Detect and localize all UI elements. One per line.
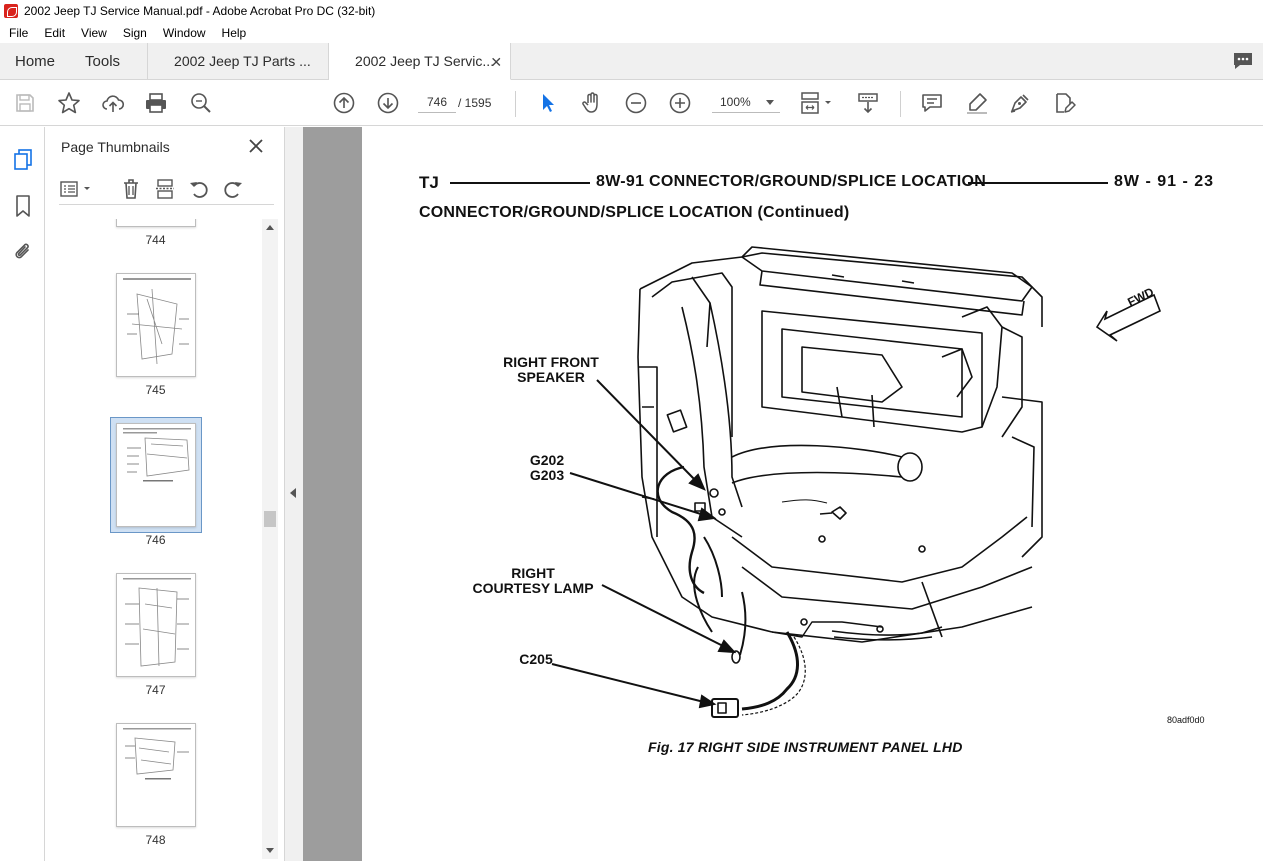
tab-bar: Home Tools 2002 Jeep TJ Parts ... 2002 J… <box>0 43 1263 80</box>
menu-edit[interactable]: Edit <box>44 25 66 40</box>
thumbnail-page-744[interactable] <box>116 219 196 227</box>
page-margin <box>303 127 362 861</box>
zoom-search-icon[interactable] <box>189 91 213 115</box>
tab-parts-document[interactable]: 2002 Jeep TJ Parts ... <box>148 43 330 79</box>
document-view[interactable]: TJ 8W-91 CONNECTOR/GROUND/SPLICE LOCATIO… <box>285 127 1263 861</box>
scroll-thumb[interactable] <box>264 511 276 527</box>
page-number-input[interactable] <box>418 91 456 113</box>
thumbnail-page-748[interactable] <box>116 723 196 827</box>
collapse-panel-strip[interactable] <box>285 127 303 861</box>
main-toolbar <box>0 80 1263 126</box>
menu-help[interactable]: Help <box>221 25 247 40</box>
callout-ground-g202-g203: G202 G203 <box>522 453 572 483</box>
attachment-paperclip-icon[interactable] <box>10 239 36 265</box>
comment-icon[interactable] <box>920 91 944 115</box>
tab-tools[interactable]: Tools <box>70 43 149 79</box>
callout-right-front-speaker: RIGHT FRONT SPEAKER <box>480 355 622 385</box>
scrolling-mode-icon[interactable] <box>856 91 880 115</box>
thumbnail-label: 746 <box>145 533 166 547</box>
tab-service-document[interactable]: 2002 Jeep TJ Servic... ✕ <box>329 43 512 80</box>
select-pointer-icon[interactable] <box>536 91 560 115</box>
menu-view[interactable]: View <box>81 25 107 40</box>
section-subheading: CONNECTOR/GROUND/SPLICE LOCATION (Contin… <box>419 204 850 221</box>
header-rule <box>968 182 1108 184</box>
chevron-down-icon <box>766 100 774 105</box>
thumbnail-panel: Page Thumbnails 744 745 746 <box>45 127 285 861</box>
next-page-icon[interactable] <box>376 91 400 115</box>
acrobat-logo-icon <box>4 4 18 18</box>
scroll-down-icon[interactable] <box>266 848 274 853</box>
rotate-left-icon[interactable] <box>187 177 211 201</box>
scroll-up-icon[interactable] <box>266 225 274 230</box>
previous-page-icon[interactable] <box>332 91 356 115</box>
menu-bar: File Edit View Sign Window Help <box>0 22 1263 43</box>
print-icon[interactable] <box>144 91 168 115</box>
collapse-left-icon[interactable] <box>290 488 296 498</box>
comment-bubble-icon[interactable] <box>1223 43 1263 79</box>
callout-line: G203 <box>529 467 565 483</box>
thumbnail-page-746[interactable] <box>116 423 196 527</box>
star-icon[interactable] <box>57 91 81 115</box>
zoom-value: 100% <box>720 95 751 109</box>
options-menu-icon[interactable] <box>59 177 93 201</box>
callout-line: COURTESY LAMP <box>472 580 594 596</box>
save-icon[interactable] <box>13 91 37 115</box>
thumbnail-label: 747 <box>145 683 166 697</box>
thumbnail-toolbar <box>59 175 274 205</box>
instrument-panel-diagram <box>551 246 1162 718</box>
close-panel-icon[interactable] <box>247 137 265 155</box>
thumbnail-label: 745 <box>145 383 166 397</box>
header-center: 8W-91 CONNECTOR/GROUND/SPLICE LOCATION <box>596 173 987 190</box>
hand-tool-icon[interactable] <box>580 91 604 115</box>
callout-right-courtesy-lamp: RIGHT COURTESY LAMP <box>458 566 608 596</box>
menu-window[interactable]: Window <box>162 25 206 40</box>
header-left: TJ <box>419 173 439 192</box>
callout-line: SPEAKER <box>517 369 585 385</box>
highlighter-icon[interactable] <box>965 91 989 115</box>
page-total: / 1595 <box>458 96 492 110</box>
zoom-level-select[interactable]: 100% <box>712 91 780 113</box>
fill-sign-icon[interactable] <box>1052 91 1076 115</box>
tab-home[interactable]: Home <box>15 52 56 70</box>
zoom-out-icon[interactable] <box>624 91 648 115</box>
thumbnail-scrollbar[interactable] <box>262 219 278 859</box>
callout-connector-c205: C205 <box>514 652 558 667</box>
thumbnail-page-745[interactable] <box>116 273 196 377</box>
upload-cloud-icon[interactable] <box>101 91 125 115</box>
extract-pages-icon[interactable] <box>153 177 177 201</box>
pdf-page: TJ 8W-91 CONNECTOR/GROUND/SPLICE LOCATIO… <box>362 127 1263 861</box>
zoom-in-icon[interactable] <box>668 91 692 115</box>
callout-line: RIGHT <box>511 565 555 581</box>
tab-label: 2002 Jeep TJ Parts ... <box>174 53 311 69</box>
page-fit-icon[interactable] <box>800 91 834 115</box>
navigation-rail <box>0 127 45 861</box>
callout-line: C205 <box>519 651 553 667</box>
sign-pen-icon[interactable] <box>1008 91 1032 115</box>
delete-trash-icon[interactable] <box>119 177 143 201</box>
header-rule <box>450 182 590 184</box>
figure-caption: Fig. 17 RIGHT SIDE INSTRUMENT PANEL LHD <box>648 739 963 755</box>
figure-id: 80adf0d0 <box>1167 715 1205 725</box>
callout-line: RIGHT FRONT <box>503 354 599 370</box>
rotate-right-icon[interactable] <box>221 177 245 201</box>
tab-label: 2002 Jeep TJ Servic... <box>355 53 495 69</box>
thumbnail-label: 748 <box>145 833 166 847</box>
bookmark-icon[interactable] <box>10 193 36 219</box>
callout-line: G202 <box>529 452 565 468</box>
title-bar: 2002 Jeep TJ Service Manual.pdf - Adobe … <box>0 0 1263 22</box>
header-right: 8W - 91 - 23 <box>1114 173 1215 190</box>
thumbnail-page-747[interactable] <box>116 573 196 677</box>
close-icon[interactable]: ✕ <box>490 54 503 70</box>
page-thumbnails-icon[interactable] <box>10 147 36 173</box>
menu-file[interactable]: File <box>9 25 29 40</box>
window-title: 2002 Jeep TJ Service Manual.pdf - Adobe … <box>24 4 376 18</box>
menu-sign[interactable]: Sign <box>122 25 147 40</box>
panel-title: Page Thumbnails <box>61 139 170 155</box>
thumbnail-label: 744 <box>145 233 166 247</box>
thumbnail-list: 744 745 746 747 748 <box>59 219 264 859</box>
